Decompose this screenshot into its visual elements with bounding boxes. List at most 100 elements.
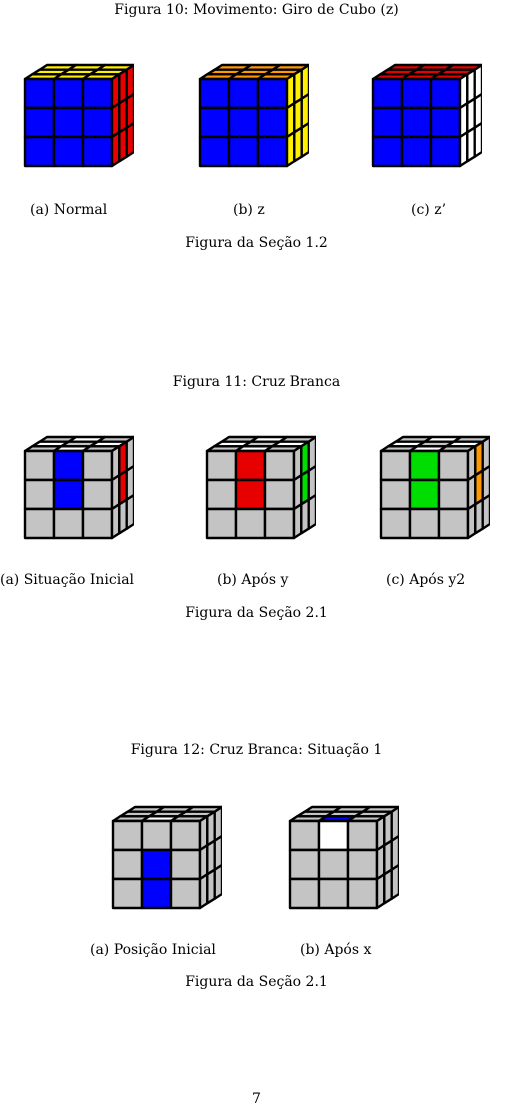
figure-11-title: Figura 11: Cruz Branca — [0, 373, 513, 391]
front-sticker — [200, 137, 229, 166]
cube-initial-position — [110, 804, 222, 926]
front-sticker — [236, 451, 265, 480]
caption-10a: (a) Normal — [30, 201, 107, 219]
front-sticker — [83, 451, 112, 480]
front-sticker — [348, 850, 377, 879]
cube-after-z — [197, 62, 309, 184]
front-sticker — [207, 451, 236, 480]
front-sticker — [348, 821, 377, 850]
front-sticker — [410, 480, 439, 509]
section-ref-11: Figura da Seção 2.1 — [0, 604, 513, 622]
caption-12b: (b) Após x — [300, 941, 371, 959]
front-sticker — [439, 509, 468, 538]
front-sticker — [290, 879, 319, 908]
front-sticker — [207, 509, 236, 538]
caption-10b: (b) z — [233, 201, 265, 219]
front-sticker — [83, 480, 112, 509]
front-sticker — [229, 79, 258, 108]
front-sticker — [381, 509, 410, 538]
front-sticker — [54, 137, 83, 166]
front-sticker — [142, 821, 171, 850]
front-sticker — [431, 108, 460, 137]
cube-svg — [197, 62, 309, 184]
front-sticker — [83, 108, 112, 137]
front-sticker — [265, 509, 294, 538]
front-sticker — [265, 451, 294, 480]
caption-10c: (c) z’ — [411, 201, 446, 219]
front-sticker — [265, 480, 294, 509]
side-sticker — [127, 495, 134, 529]
front-sticker — [319, 821, 348, 850]
front-sticker — [431, 137, 460, 166]
front-sticker — [229, 137, 258, 166]
side-sticker — [483, 495, 490, 529]
front-sticker — [142, 850, 171, 879]
cube-svg — [22, 434, 134, 556]
front-sticker — [258, 79, 287, 108]
caption-11b: (b) Após y — [217, 571, 288, 589]
front-sticker — [83, 137, 112, 166]
front-sticker — [381, 480, 410, 509]
cube-svg — [378, 434, 490, 556]
side-sticker — [127, 123, 134, 157]
front-sticker — [290, 850, 319, 879]
side-sticker — [215, 865, 222, 899]
front-sticker — [348, 879, 377, 908]
front-sticker — [142, 879, 171, 908]
front-sticker — [200, 108, 229, 137]
front-sticker — [54, 108, 83, 137]
front-sticker — [83, 79, 112, 108]
side-sticker — [392, 865, 399, 899]
front-sticker — [319, 879, 348, 908]
front-sticker — [25, 108, 54, 137]
front-sticker — [373, 108, 402, 137]
cube-initial — [22, 434, 134, 556]
front-sticker — [431, 79, 460, 108]
front-sticker — [236, 480, 265, 509]
front-sticker — [25, 451, 54, 480]
front-sticker — [83, 509, 112, 538]
front-sticker — [258, 137, 287, 166]
front-sticker — [236, 509, 265, 538]
front-sticker — [439, 451, 468, 480]
cube-after-y2 — [378, 434, 490, 556]
cube-svg — [110, 804, 222, 926]
front-sticker — [113, 879, 142, 908]
front-sticker — [25, 480, 54, 509]
front-sticker — [54, 480, 83, 509]
front-sticker — [54, 509, 83, 538]
side-sticker — [475, 123, 482, 157]
front-sticker — [171, 879, 200, 908]
front-sticker — [402, 137, 431, 166]
front-sticker — [381, 451, 410, 480]
front-sticker — [207, 480, 236, 509]
front-sticker — [258, 108, 287, 137]
front-sticker — [402, 108, 431, 137]
front-sticker — [200, 79, 229, 108]
front-sticker — [113, 850, 142, 879]
side-sticker — [302, 123, 309, 157]
front-sticker — [113, 821, 142, 850]
front-sticker — [373, 79, 402, 108]
cube-svg — [22, 62, 134, 184]
front-sticker — [410, 451, 439, 480]
section-ref-12: Figura da Seção 2.1 — [0, 973, 513, 991]
front-sticker — [373, 137, 402, 166]
caption-12a: (a) Posição Inicial — [90, 941, 216, 959]
front-sticker — [54, 79, 83, 108]
cube-after-y — [204, 434, 316, 556]
figure-12-title: Figura 12: Cruz Branca: Situação 1 — [0, 741, 513, 759]
front-sticker — [439, 480, 468, 509]
front-sticker — [54, 451, 83, 480]
front-sticker — [25, 509, 54, 538]
front-sticker — [290, 821, 319, 850]
cube-after-z-prime — [370, 62, 482, 184]
cube-svg — [204, 434, 316, 556]
page-number: 7 — [0, 1090, 513, 1108]
section-ref-10: Figura da Seção 1.2 — [0, 234, 513, 252]
cube-svg — [287, 804, 399, 926]
caption-11a: (a) Situação Inicial — [0, 571, 134, 589]
front-sticker — [25, 137, 54, 166]
cube-after-x — [287, 804, 399, 926]
cube-normal — [22, 62, 134, 184]
